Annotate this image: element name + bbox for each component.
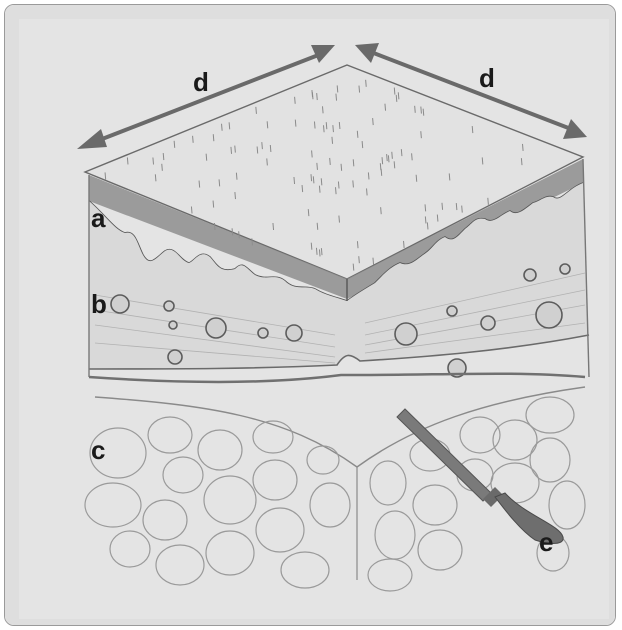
label-b: b [91,291,107,317]
label-d-right: d [479,65,495,91]
figure-frame: a b c d d e [4,4,616,626]
label-d-left: d [193,69,209,95]
label-c: c [91,437,105,463]
label-a: a [91,205,105,231]
label-e: e [539,529,553,555]
